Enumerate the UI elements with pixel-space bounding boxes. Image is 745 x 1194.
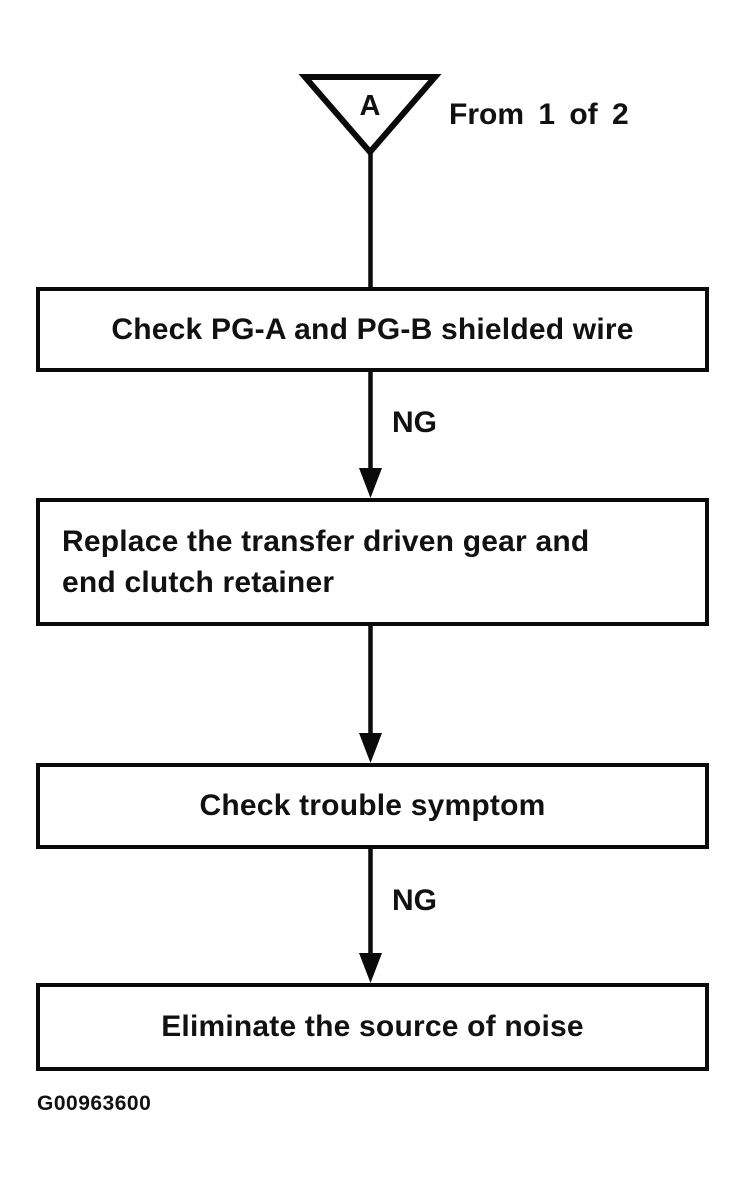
connector-caption: From 1 of 2 (449, 98, 629, 131)
connector-triangle-icon (298, 74, 442, 157)
connector-label: A (359, 90, 381, 122)
flow-box-check-shielded-wire: Check PG-A and PG-B shielded wire (36, 287, 709, 372)
edge-label-ng-1: NG (392, 406, 437, 439)
figure-id: G00963600 (37, 1092, 152, 1115)
flow-box-check-trouble-symptom: Check trouble symptom (36, 763, 709, 849)
flow-box-replace-transfer-gear: Replace the transfer driven gear and end… (36, 498, 709, 626)
flow-box-eliminate-noise: Eliminate the source of noise (36, 983, 709, 1071)
flow-arrowhead-icon-1 (359, 468, 382, 498)
edge-label-ng-2: NG (392, 884, 437, 917)
flow-arrowhead-icon-3 (359, 953, 382, 983)
flow-arrowhead-icon-2 (359, 733, 382, 763)
